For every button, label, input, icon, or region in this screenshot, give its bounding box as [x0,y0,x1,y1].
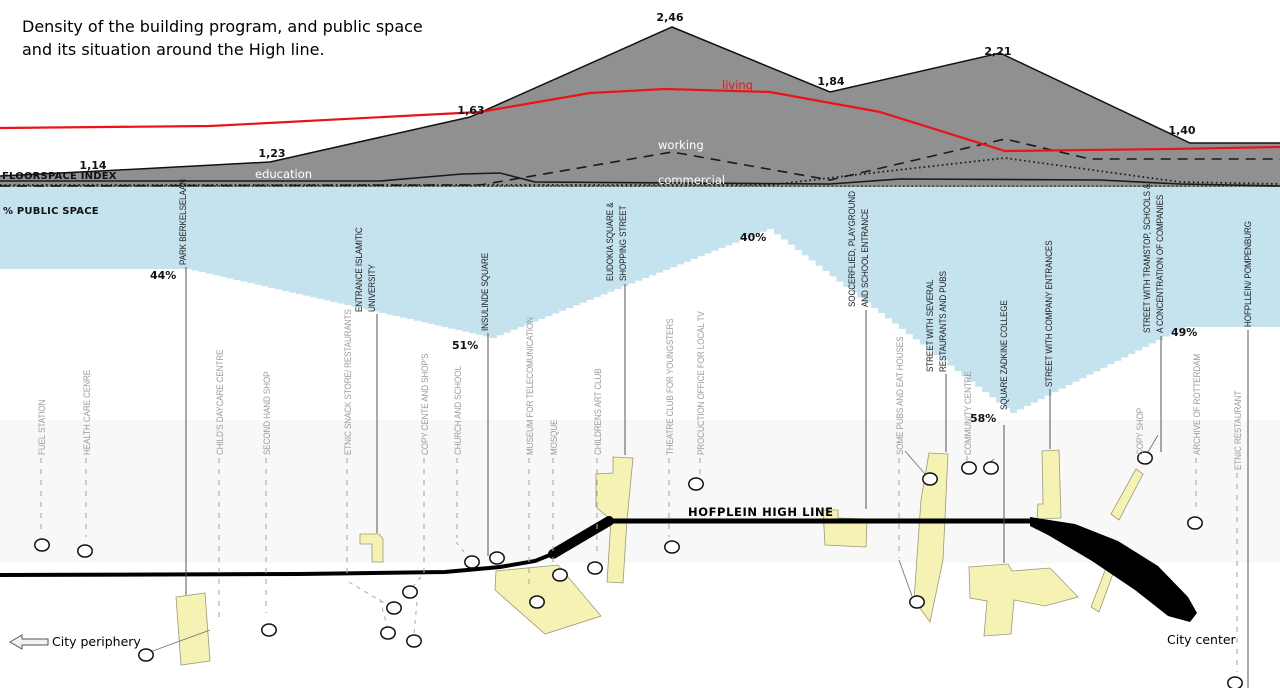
public-space-percent-label: 51% [452,339,478,352]
floorspace-index-area [0,27,1280,188]
connector-line [904,450,926,475]
function-marker-label: CHURCH AND SCHOOL [453,366,464,455]
connector-dashed-line [410,576,422,590]
function-marker-label: ETNIC SNACK STORE/ RESTAURANTS [343,309,354,455]
place-marker-label: SOCCERFLIED, PLAYGROUND AND SCHOOL ENTRA… [847,191,871,307]
location-circle [1137,451,1153,465]
function-marker-label: THEATRE CLUB FOR YOUNGSTERS [665,318,676,455]
function-marker-label: HEALTH CARE CENRE [82,369,93,455]
location-circle [138,648,154,662]
public-space-percent-label: 58% [970,412,996,425]
public-space-caption: % PUBLIC SPACE [3,206,99,217]
function-marker-label: COMMUNITY CENTRE [963,371,974,455]
connector-line [898,559,913,597]
location-circle [1227,676,1243,688]
fsi-value-label: 1,23 [258,147,285,160]
islamitic-entrance-building [359,533,384,563]
hofplein-highline-label: HOFPLEIN HIGH LINE [688,505,834,519]
fsi-value-label: 1,14 [79,159,106,172]
function-marker-label: SOME PUBS AND EAT HOUSES [895,336,906,455]
eudokia-block [494,564,602,635]
location-circle [406,634,422,648]
location-circle [909,595,925,609]
location-circle [464,555,480,569]
title-line-2: and its situation around the High line. [22,40,325,59]
place-marker-label: PARK BERKELSELAAN [178,179,189,265]
public-space-percent-label: 40% [740,231,766,244]
floorspace-index-caption: FLOORSPACE INDEX [2,171,117,182]
function-marker-label: MOSQUE [549,419,560,455]
place-marker-label: INSULINDE SQUARE [480,252,491,331]
function-marker-label: PROCUCTION OFFICE FOR LOCAL TV [696,311,707,455]
zadkine-college-block [968,563,1079,637]
place-marker-label: STREET WITH COMPANY ENTRANCES [1044,240,1055,387]
location-circle [529,595,545,609]
connector-line [1147,434,1159,453]
education-series-label: education [255,167,313,181]
location-circle [983,461,999,475]
place-marker-label: HOFPLLEIN/ POMPENBURG [1243,221,1254,327]
function-marker-label: FUEL STATION [37,399,48,455]
fsi-value-label: 2,46 [656,11,683,24]
highline-route-ramp [548,516,614,559]
commercial-series-label: commercial [658,173,726,187]
place-marker-label: STREET WITH TRAMSTOP, SCHOOLS & A CONCEN… [1142,183,1166,333]
location-circle [380,626,396,640]
place-marker-label: EUDOKIA SQUARE & SHOPPING STREET [605,202,629,281]
copy-shop-strip [1110,468,1144,521]
public-space-percent-label: 44% [150,269,176,282]
highline-route-citycenter-wedge [1030,517,1197,622]
location-circle [688,477,704,491]
fsi-value-label: 2,21 [984,45,1011,58]
fsi-value-label: 1,63 [457,104,484,117]
commercial-line [0,157,1280,186]
function-marker-label: ARCHIVE OF ROTTERDAM [1192,353,1203,455]
location-circle [402,585,418,599]
place-marker-label: ENTRANCE ISLAMITIC UNIVERSITY [354,227,378,312]
connector-dashed-line [455,541,469,558]
title-line-1: Density of the building program, and pub… [22,17,423,36]
location-circle [489,551,505,565]
education-line [0,172,1280,187]
connector-line [149,629,211,653]
place-marker-label: STREET WITH SEVERAL RESTAURANTS AND PUBS [925,271,949,372]
fsi-value-label: 1,40 [1168,124,1195,137]
public-space-percent-label: 49% [1171,326,1197,339]
function-marker-label: ETNIC RESTAURANT [1233,390,1244,470]
working-series-label: working [658,138,704,152]
connector-dashed-line [379,598,388,627]
diagram-title: Density of the building program, and pub… [22,15,423,61]
location-circle [34,538,50,552]
location-circle [922,472,938,486]
public-space-area [0,187,1280,413]
location-circle [961,461,977,475]
location-circle [261,623,277,637]
location-circle [552,568,568,582]
living-line [0,87,1280,153]
city-periphery-arrow-icon [9,634,49,650]
function-marker-label: MUSEUM FOR TELECOMUNICATION [525,317,536,455]
city-periphery-label: City periphery [52,634,141,649]
fsi-value-label: 1,84 [817,75,844,88]
park-building [175,592,211,666]
location-circle [664,540,680,554]
connector-dashed-line [413,601,418,635]
function-marker-label: CHILDRENS ART CLUB [593,368,604,455]
floorspace-index-outline [0,26,1280,177]
location-circle [1187,516,1203,530]
city-center-label: City center [1167,632,1236,647]
place-marker-label: SQUARE ZADKINE COLLEGE [999,300,1010,410]
location-circle [386,601,402,615]
restaurant-street-strip [913,452,949,623]
function-marker-label: COPY SHOP [1135,407,1146,455]
function-marker-label: SECOND HAND SHOP [262,371,273,455]
connector-dashed-line [348,581,385,604]
location-circle [587,561,603,575]
location-circle [77,544,93,558]
function-marker-label: COPY CENTE AND SHOP'S [420,353,431,455]
living-series-label: living [722,78,753,92]
function-marker-label: CHILD'S DAYCARE CENTRE [215,349,226,455]
